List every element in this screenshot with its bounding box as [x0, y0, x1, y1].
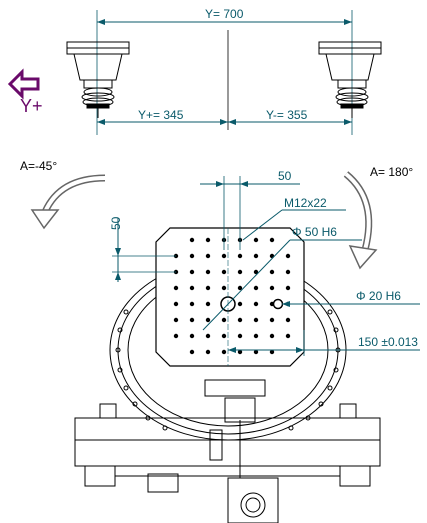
a-axis-section: A=-45° A= 180° [20, 159, 413, 270]
a-plus-label: A= 180° [370, 165, 413, 179]
rotary-table-body [74, 259, 381, 523]
hole-spacing-vertical-label: 50 [109, 216, 123, 230]
fixture-plate [155, 227, 305, 367]
y-travel-section: Y= 700 [7, 7, 382, 135]
side-bore [272, 298, 284, 310]
hole-grid [173, 237, 291, 355]
y-plus-label: Y+= 345 [138, 108, 184, 122]
rotate-right-arrow-icon [343, 171, 378, 270]
right-spindle-head [318, 41, 382, 118]
y-total-label: Y= 700 [205, 7, 244, 21]
bore-offset-label: 150 ±0.013 [358, 335, 418, 349]
y-minus-label: Y-= 355 [266, 108, 308, 122]
center-bore-label: Φ 50 H6 [292, 225, 337, 239]
left-spindle-head [66, 41, 130, 118]
fixture-dimensions: 50 50 M12x22 Φ 50 H6 Φ 20 H6 150 ±0.013 [109, 169, 420, 356]
y-direction-label: Y+ [20, 96, 43, 116]
a-minus-label: A=-45° [20, 159, 57, 173]
rotate-left-arrow-icon [30, 174, 106, 230]
side-bore-label: Φ 20 H6 [356, 289, 401, 303]
thread-label: M12x22 [284, 196, 327, 210]
y-direction-arrow-icon [7, 68, 40, 100]
hole-spacing-label: 50 [278, 169, 292, 183]
